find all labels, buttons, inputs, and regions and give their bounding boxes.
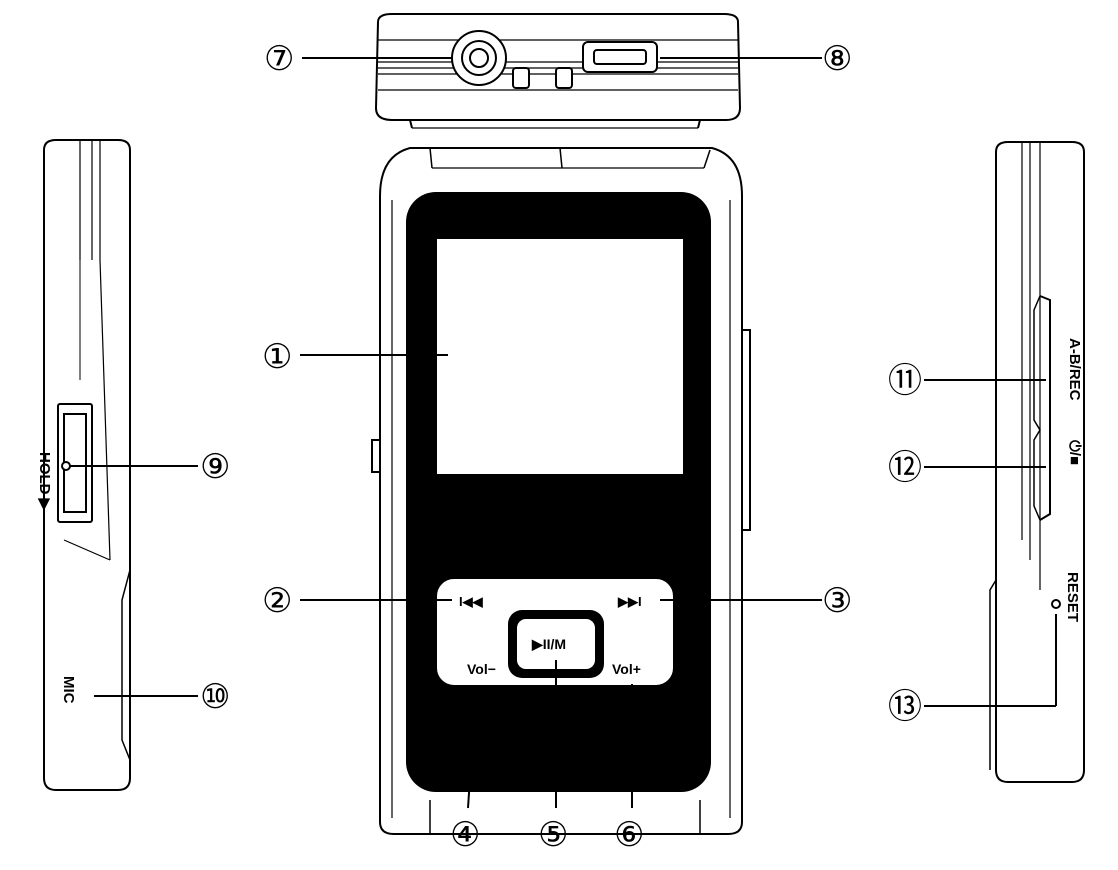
hold-label: HOLD ▶: [36, 452, 53, 512]
callout-2: ②: [262, 581, 292, 621]
callout-9: ⑨: [200, 447, 230, 487]
callout-8: ⑧: [822, 39, 852, 79]
next-button-label[interactable]: ▶▶I: [617, 594, 642, 609]
mic-label: MIC: [60, 676, 77, 704]
prev-button-label[interactable]: I◀◀: [459, 594, 484, 609]
callout-numbers: ① ② ③ ④ ⑤ ⑥ ⑦ ⑧ ⑨ ⑩ ⑪ ⑫ ⑬: [200, 39, 922, 855]
callout-10: ⑩: [200, 677, 230, 717]
callout-6: ⑥: [614, 815, 644, 855]
callout-4: ④: [450, 815, 480, 855]
callout-5: ⑤: [538, 815, 568, 855]
usb-port-icon: [582, 41, 658, 73]
hold-switch[interactable]: [57, 403, 93, 523]
vol-plus-label[interactable]: Vol+: [612, 661, 641, 677]
abrec-label: A-B/REC: [1066, 338, 1083, 401]
headphone-jack-icon: [451, 30, 507, 86]
lcd-screen: [435, 237, 685, 476]
callout-12: ⑫: [888, 448, 922, 488]
callout-13: ⑬: [888, 687, 922, 727]
callout-1: ①: [262, 337, 292, 377]
play-button-label[interactable]: ▶II/M: [531, 636, 566, 652]
front-view: [371, 147, 751, 835]
callout-7: ⑦: [264, 39, 294, 79]
vol-minus-label[interactable]: Vol−: [467, 661, 496, 677]
side-buttons[interactable]: [1033, 295, 1051, 521]
power-label: ⏻/■: [1066, 440, 1083, 465]
leader-4b: [467, 687, 477, 809]
callout-11: ⑪: [888, 361, 922, 401]
top-view: [374, 13, 742, 129]
reset-hole-icon[interactable]: [1051, 599, 1061, 609]
reset-label: RESET: [1064, 572, 1081, 622]
left-side-view: [43, 139, 131, 791]
leader-lines: [70, 57, 1057, 809]
right-side-view: [989, 141, 1085, 783]
callout-3: ③: [822, 581, 852, 621]
